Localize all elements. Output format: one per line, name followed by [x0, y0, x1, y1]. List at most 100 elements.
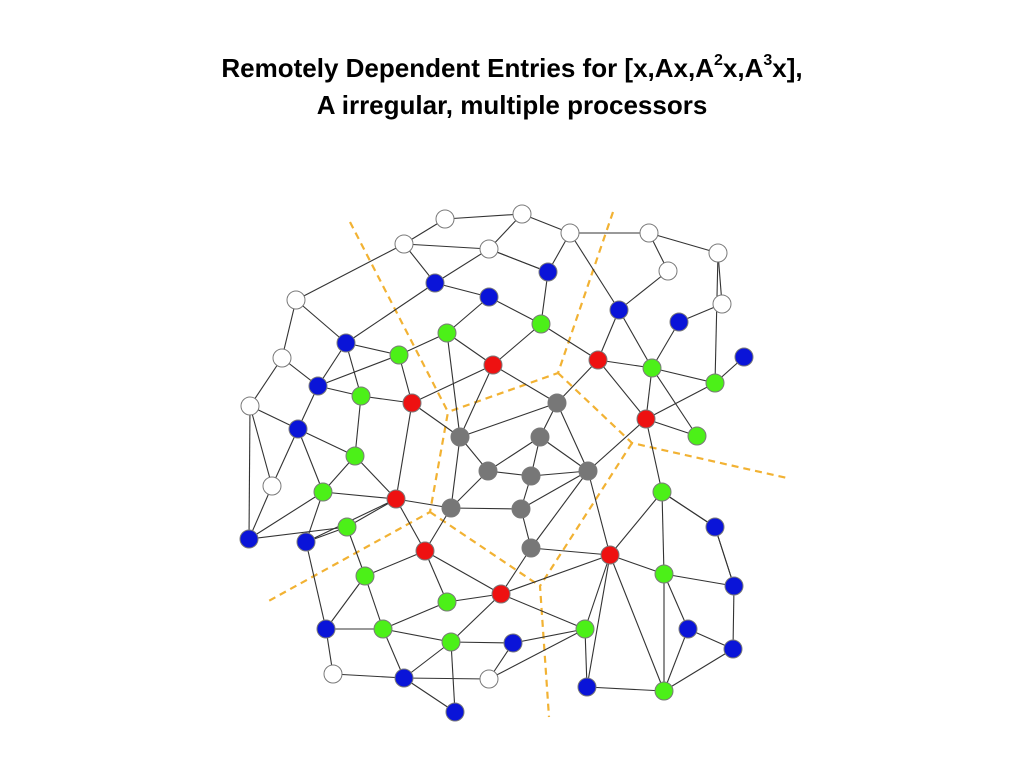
gray-node	[521, 466, 541, 486]
graph-edge	[618, 309, 653, 369]
white-node	[512, 204, 532, 224]
graph-edge	[488, 628, 586, 680]
white-node	[708, 243, 728, 263]
graph-nodes	[239, 204, 754, 722]
white-node	[639, 223, 659, 243]
white-node	[394, 234, 414, 254]
graph-edge	[492, 364, 558, 404]
green-node	[654, 681, 674, 701]
graph-edge	[403, 641, 452, 679]
white-node	[560, 223, 580, 243]
green-node	[441, 632, 461, 652]
graph-edge	[500, 593, 586, 630]
gray-node	[521, 538, 541, 558]
graph-edge	[317, 354, 400, 387]
blue-node	[308, 376, 328, 396]
blue-node	[538, 262, 558, 282]
graph-edge	[444, 213, 523, 220]
graph-edge	[556, 359, 599, 404]
graph-edge	[450, 641, 456, 713]
graph-edge	[248, 405, 251, 540]
blue-node	[445, 702, 465, 722]
red-node	[402, 393, 422, 413]
white-node	[323, 664, 343, 684]
graph-edge	[395, 402, 413, 500]
graph-edge	[364, 550, 426, 577]
green-node	[687, 426, 707, 446]
graph-edge	[651, 367, 716, 384]
green-node	[437, 592, 457, 612]
graph-edge	[540, 323, 599, 361]
blue-node	[724, 576, 744, 596]
graph-edges	[248, 213, 745, 713]
graph-edge	[618, 270, 669, 311]
graph-edge	[586, 554, 611, 688]
graph-edge	[446, 332, 461, 438]
green-node	[355, 566, 375, 586]
graph-edge	[530, 470, 589, 549]
graph-edge	[488, 296, 542, 325]
blue-node	[723, 639, 743, 659]
gray-node	[478, 461, 498, 481]
graph-edge	[584, 554, 611, 630]
graph-edge	[645, 382, 716, 420]
graph-edge	[459, 364, 494, 438]
blue-node	[316, 619, 336, 639]
green-node	[642, 358, 662, 378]
blue-node	[425, 273, 445, 293]
white-node	[240, 396, 260, 416]
graph-edge	[539, 436, 589, 472]
blue-node	[503, 633, 523, 653]
red-node	[491, 584, 511, 604]
graph-edge	[663, 628, 689, 692]
processor-boundary	[447, 211, 615, 414]
blue-node	[336, 333, 356, 353]
white-node	[712, 294, 732, 314]
graph-edge	[487, 436, 541, 472]
slide-title: Remotely Dependent Entries for [x,Ax,A2x…	[0, 50, 1024, 124]
red-node	[588, 350, 608, 370]
graph-edge	[297, 428, 356, 457]
graph-edge	[403, 243, 490, 250]
blue-node	[577, 677, 597, 697]
white-node	[479, 239, 499, 259]
green-node	[652, 482, 672, 502]
green-node	[351, 386, 371, 406]
processor-boundaries	[264, 211, 788, 718]
graph-edge	[450, 436, 461, 509]
graph-edge	[609, 491, 663, 556]
graph-edge	[297, 428, 324, 493]
graph-edge	[584, 628, 588, 688]
graph-edge	[500, 554, 611, 595]
graph-edge	[249, 357, 283, 407]
green-node	[531, 314, 551, 334]
gray-node	[547, 393, 567, 413]
blue-node	[288, 419, 308, 439]
graph-edge	[661, 491, 665, 575]
graph-edge	[663, 573, 689, 630]
green-node	[575, 619, 595, 639]
graph-edge	[403, 677, 490, 680]
blue-node	[394, 668, 414, 688]
gray-node	[441, 498, 461, 518]
white-node	[262, 476, 282, 496]
processor-boundary	[538, 442, 633, 718]
gray-node	[530, 427, 550, 447]
white-node	[435, 209, 455, 229]
green-node	[373, 619, 393, 639]
graph-edge	[714, 526, 735, 587]
graph-edge	[325, 575, 366, 630]
blue-node	[678, 619, 698, 639]
graph-edge	[663, 648, 734, 692]
graph-edge	[322, 491, 397, 500]
red-node	[415, 541, 435, 561]
graph-edge	[459, 402, 558, 438]
graph-edge	[305, 541, 327, 630]
white-node	[479, 669, 499, 689]
graph-edge	[492, 323, 542, 366]
white-node	[286, 290, 306, 310]
title-line-2: A irregular, multiple processors	[316, 90, 708, 120]
processor-boundary	[429, 511, 541, 587]
graph-edge	[586, 686, 665, 692]
